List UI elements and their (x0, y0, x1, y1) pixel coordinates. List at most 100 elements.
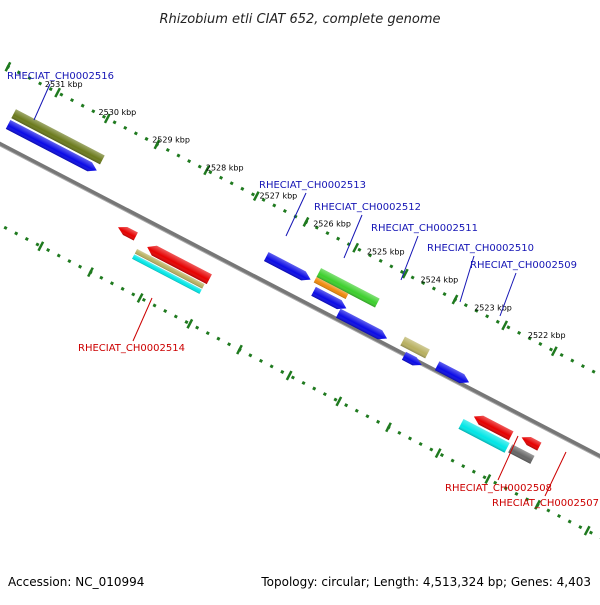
gene-label-2507-leader (545, 452, 566, 496)
scale-dot (67, 259, 71, 263)
scale-tick-label: 2530 kbp (99, 108, 137, 117)
scale-dot (38, 82, 42, 86)
genome-backbone-shadow (0, 71, 600, 533)
gene-blue-arrow-4-shading (336, 309, 389, 343)
scale-dot (485, 314, 489, 318)
scale-tick (335, 396, 342, 406)
gene-label-2508[interactable]: RHECIAT_CH0002508 (445, 483, 552, 494)
scale-dot (121, 287, 125, 291)
scale-dot (376, 420, 380, 424)
scale-tick (286, 371, 293, 381)
scale-tick-label: 2527 kbp (260, 192, 298, 201)
scale-dot (592, 370, 596, 374)
gene-red-arrow-1-shading (116, 223, 138, 240)
scale-tick (186, 319, 193, 329)
scale-dot (323, 392, 327, 396)
scale-dot (216, 337, 220, 341)
scale-dot (248, 353, 252, 357)
scale-tick (385, 422, 392, 432)
scale-dot (357, 248, 361, 252)
scale-dot (184, 320, 188, 324)
scale-dot (283, 209, 287, 213)
scale-dot (472, 470, 476, 474)
scale-dot (153, 303, 157, 307)
scale-tick (352, 243, 359, 253)
scale-dot (429, 447, 433, 451)
scale-dot (219, 176, 223, 180)
scale-dot (272, 203, 276, 207)
scale-dot (46, 248, 50, 252)
scale-dot (365, 414, 369, 418)
scale-dot (312, 387, 316, 391)
gene-blue-arrow-4[interactable] (336, 309, 389, 343)
scale-tick (87, 267, 94, 277)
scale-dot (187, 159, 191, 163)
scale-dot (496, 320, 500, 324)
gene-label-2516-leader (34, 84, 50, 120)
gene-grey-band[interactable] (508, 444, 534, 464)
scale-dot (123, 126, 127, 130)
scale-dot (333, 398, 337, 402)
gene-labels: RHECIAT_CH0002516RHECIAT_CH0002513RHECIA… (7, 71, 599, 509)
scale-dot (227, 342, 231, 346)
scale-dot (461, 464, 465, 468)
scale-tick (501, 320, 508, 330)
scale-tick-label: 2528 kbp (206, 164, 244, 173)
scale-dot (59, 93, 63, 97)
scale-tick-label: 2526 kbp (313, 219, 351, 228)
scale-dot (355, 409, 359, 413)
scale-dot (81, 104, 85, 108)
gene-label-2507[interactable]: RHECIAT_CH0002507 (492, 498, 599, 509)
scale-dot (546, 508, 550, 512)
scale-dot (302, 381, 306, 385)
scale-dot (397, 431, 401, 435)
scale-dot (131, 292, 135, 296)
gene-red-arrow-4[interactable] (520, 433, 542, 450)
gene-grey-band-shading (508, 444, 534, 464)
scale-tick (551, 346, 558, 356)
scale-dot (198, 165, 202, 169)
gene-label-2509[interactable]: RHECIAT_CH0002509 (470, 260, 577, 271)
gene-red-arrow-1[interactable] (116, 223, 138, 240)
gene-label-2516[interactable]: RHECIAT_CH0002516 (7, 71, 114, 82)
scale-tick-label: 2522 kbp (528, 331, 566, 340)
scale-dot (578, 525, 582, 529)
scale-dot (99, 276, 103, 280)
scale-dot (344, 403, 348, 407)
scale-dot (419, 442, 423, 446)
gene-label-2511[interactable]: RHECIAT_CH0002511 (371, 223, 478, 234)
gene-red-arrow-4-shading (520, 433, 542, 450)
scale-tick (137, 293, 144, 303)
gene-label-2511-leader (401, 236, 418, 280)
genome-backbone (0, 69, 600, 531)
scale-dot (70, 98, 74, 102)
scale-dot (4, 226, 8, 230)
scale-dot (240, 187, 244, 191)
gene-label-2513[interactable]: RHECIAT_CH0002513 (259, 180, 366, 191)
gene-label-2514[interactable]: RHECIAT_CH0002514 (78, 343, 185, 354)
scale-dot (408, 436, 412, 440)
scale-dot (14, 231, 18, 235)
scale-dot (440, 453, 444, 457)
gene-label-2514-leader (133, 298, 152, 341)
scale-dot (325, 231, 329, 235)
scale-tick-label: 2529 kbp (152, 136, 190, 145)
gene-label-2510[interactable]: RHECIAT_CH0002510 (427, 243, 534, 254)
scale-dot (110, 281, 114, 285)
map-title: Rhizobium etli CIAT 652, complete genome (160, 12, 441, 27)
scale-dot (230, 181, 234, 185)
scale-dot (517, 331, 521, 335)
scale-tick (236, 345, 243, 355)
scale-dot (91, 109, 95, 113)
gene-blue-arrow-2[interactable] (264, 252, 313, 284)
scale-dot (251, 192, 255, 196)
scale-dot (411, 275, 415, 279)
scale-dot (113, 120, 117, 124)
scale-dot (538, 342, 542, 346)
gene-label-2512[interactable]: RHECIAT_CH0002512 (314, 202, 421, 213)
scale-dot (291, 375, 295, 379)
scale-dot (464, 303, 468, 307)
